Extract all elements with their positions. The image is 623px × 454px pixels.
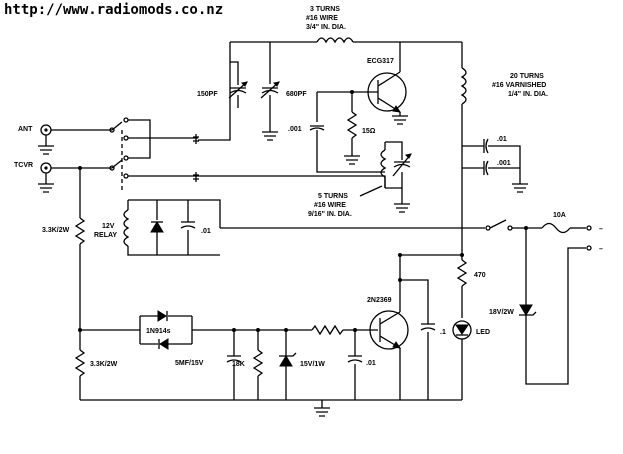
relay-label-2: RELAY xyxy=(94,232,117,239)
coil-mid-label-1: 5 TURNS xyxy=(318,193,348,200)
zener-15v-label: 15V/1W xyxy=(300,361,325,368)
coil-mid-label-2: #16 WIRE xyxy=(314,202,346,209)
cap-1-label: .1 xyxy=(440,329,446,336)
cap-001-right-label: .001 xyxy=(497,160,511,167)
website-url: http://www.radiomods.co.nz xyxy=(4,2,223,18)
variable-capacitor-680pf xyxy=(260,81,280,141)
relay-coil xyxy=(123,199,221,256)
zener-18v-label: 18V/2W xyxy=(489,309,514,316)
terminal-neg-bottom: – xyxy=(599,246,603,253)
cap-01-right-label: .01 xyxy=(497,136,507,143)
relay-cap-label: .01 xyxy=(201,228,211,235)
resistor-15-ohm xyxy=(344,111,360,165)
coil-right-label-3: 1/4" IN. DIA. xyxy=(508,91,548,98)
cap-5mf-label: 5MF/15V xyxy=(175,360,204,367)
resistor-3k3-bottom xyxy=(74,349,86,400)
power-switch[interactable] xyxy=(489,219,507,229)
capacitor-001-base xyxy=(309,125,385,173)
fuse-label: 10A xyxy=(553,212,566,219)
capacitor-01-bypass xyxy=(483,138,521,184)
tcvr-label: TCVR xyxy=(14,162,33,169)
ground-bypass xyxy=(512,183,528,193)
res-18k-label: 18K xyxy=(232,361,245,368)
variable-capacitor-coil xyxy=(385,141,412,213)
relay-label-1: 12V xyxy=(102,223,115,230)
res-3k3-top-label: 3.3K/2W xyxy=(42,227,70,234)
capacitor-5mf xyxy=(226,330,242,400)
led xyxy=(452,320,472,400)
res-15-label: 15Ω xyxy=(362,128,376,135)
transistor-ecg317 xyxy=(352,68,408,125)
ground-main xyxy=(314,400,330,417)
ant-label: ANT xyxy=(18,126,33,133)
resistor-470 xyxy=(456,259,468,318)
variable-capacitor-150pf xyxy=(228,61,248,108)
coil-3-turns xyxy=(316,37,354,44)
transistor-ecg317-label: ECG317 xyxy=(367,58,394,65)
diode-pair-1n914 xyxy=(139,310,193,350)
diodes-label: 1N914s xyxy=(146,328,171,335)
coil-right-label-2: #16 VARNISHED xyxy=(492,82,546,89)
cap-01-bottom-label: .01 xyxy=(366,360,376,367)
transistor-2n2369 xyxy=(369,254,462,400)
tcvr-connector xyxy=(38,162,112,193)
ant-connector xyxy=(38,124,112,155)
coil-right-label-1: 20 TURNS xyxy=(510,73,544,80)
relay-contacts xyxy=(109,117,198,192)
coupling-symbol-1 xyxy=(193,134,199,144)
relay-cap-01 xyxy=(180,200,196,255)
terminal-neg-top: – xyxy=(599,226,603,233)
transistor-2n2369-label: 2N2369 xyxy=(367,297,392,304)
led-label: LED xyxy=(476,329,490,336)
res-3k3-bottom-label: 3.3K/2W xyxy=(90,361,118,368)
cap-150pf-label: 150PF xyxy=(197,91,218,98)
coupling-symbol-2 xyxy=(193,172,199,182)
coil-20-turns xyxy=(460,67,467,105)
resistor-18k xyxy=(252,330,264,400)
capacitor-001-bypass xyxy=(483,160,520,176)
coil-top-label-3: 3/4" IN. DIA. xyxy=(306,24,346,31)
ground-680pf xyxy=(262,131,278,141)
coil-top-label-2: #16 WIRE xyxy=(306,15,338,22)
relay-diode xyxy=(150,200,164,255)
fuse-10a xyxy=(541,222,571,234)
cap-001-label: .001 xyxy=(288,126,302,133)
vc-left-wire xyxy=(198,42,231,141)
resistor-base xyxy=(311,324,378,336)
capacitor-1 xyxy=(400,279,436,400)
zener-18v xyxy=(519,247,586,385)
cap-680pf-label: 680PF xyxy=(286,91,307,98)
zener-15v xyxy=(279,330,297,400)
resistor-3k3-top xyxy=(74,217,86,330)
coil-mid-label-3: 9/16" IN. DIA. xyxy=(308,211,352,218)
coil-top-label-1: 3 TURNS xyxy=(310,6,340,13)
res-470-label: 470 xyxy=(474,272,486,279)
capacitor-01-bottom xyxy=(347,330,363,400)
